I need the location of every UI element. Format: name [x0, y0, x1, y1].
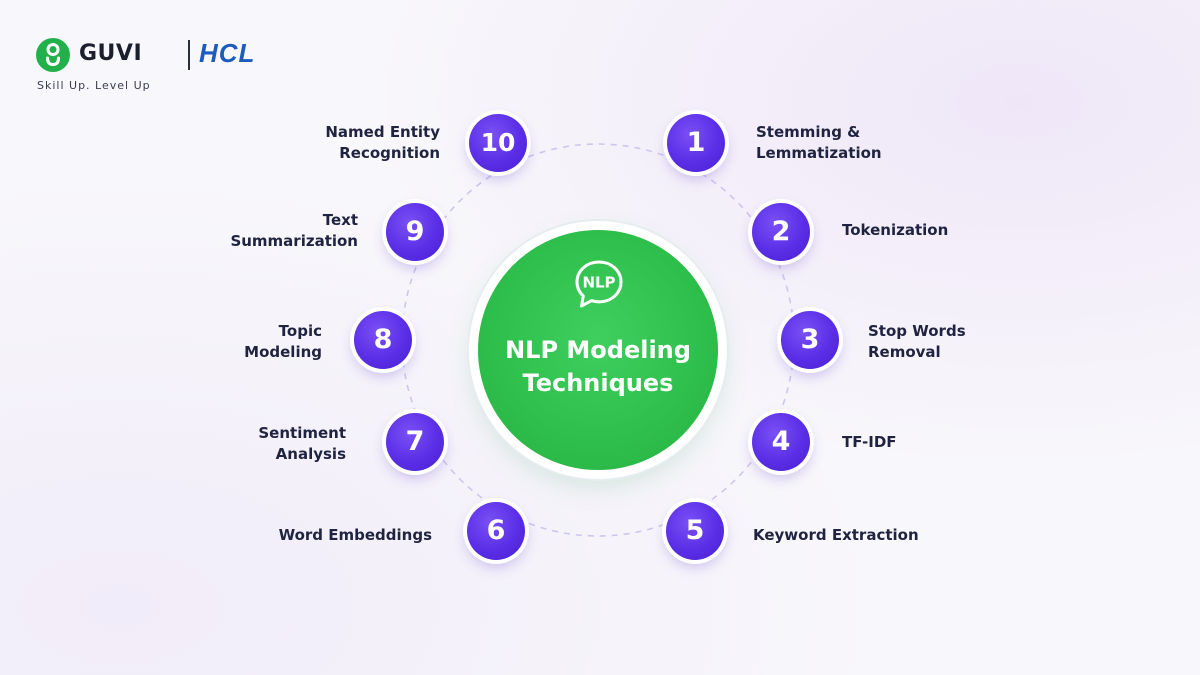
label-tf-idf: TF-IDF: [842, 432, 897, 453]
guvi-wordmark: GUVI: [79, 41, 143, 66]
center-title-line1: NLP Modeling: [505, 336, 691, 364]
label-keyword-extraction: Keyword Extraction: [753, 525, 919, 546]
label-line: Named Entity: [325, 123, 440, 141]
label-named-entity-recognition: Named Entity Recognition: [300, 122, 440, 164]
label-tokenization: Tokenization: [842, 220, 948, 241]
label-stemming-lemmatization: Stemming & Lemmatization: [756, 122, 882, 164]
label-line: Keyword Extraction: [753, 526, 919, 544]
center-hub: NLP NLP Modeling Techniques: [478, 230, 718, 470]
node-5: 5: [666, 502, 724, 560]
node-6: 6: [467, 502, 525, 560]
label-line: Tokenization: [842, 221, 949, 239]
label-line: Topic: [278, 322, 322, 340]
label-line: Lemmatization: [756, 144, 882, 162]
label-line: Modeling: [244, 343, 322, 361]
label-line: Text: [322, 211, 358, 229]
label-stop-words-removal: Stop Words Removal: [868, 321, 966, 363]
label-word-embeddings: Word Embeddings: [268, 525, 432, 546]
nlp-icon-text: NLP: [582, 274, 615, 292]
label-topic-modeling: Topic Modeling: [202, 321, 322, 363]
center-title: NLP Modeling Techniques: [478, 334, 718, 400]
label-line: Sentiment: [258, 424, 346, 442]
label-line: Stop Words: [868, 322, 966, 340]
label-line: Stemming &: [756, 123, 861, 141]
node-8: 8: [354, 311, 412, 369]
node-4: 4: [752, 413, 810, 471]
node-7: 7: [386, 413, 444, 471]
label-line: Recognition: [339, 144, 440, 162]
node-10: 10: [469, 114, 527, 172]
label-sentiment-analysis: Sentiment Analysis: [226, 423, 346, 465]
label-line: TF-IDF: [842, 433, 897, 451]
logo-divider: [188, 40, 190, 70]
label-line: Removal: [868, 343, 941, 361]
node-9: 9: [386, 203, 444, 261]
node-3: 3: [781, 311, 839, 369]
label-line: Word Embeddings: [278, 526, 432, 544]
label-text-summarization: Text Summarization: [218, 210, 358, 252]
center-title-line2: Techniques: [522, 369, 674, 397]
node-1: 1: [667, 114, 725, 172]
nlp-chat-bubble-icon: NLP: [575, 260, 623, 308]
guvi-logo-icon: [36, 38, 70, 72]
brand-tagline: Skill Up. Level Up: [37, 79, 151, 92]
label-line: Analysis: [275, 445, 346, 463]
node-2: 2: [752, 203, 810, 261]
brand-logo: GUVI HCL Skill Up. Level Up: [36, 38, 296, 98]
label-line: Summarization: [230, 232, 358, 250]
hcl-wordmark: HCL: [199, 38, 256, 68]
